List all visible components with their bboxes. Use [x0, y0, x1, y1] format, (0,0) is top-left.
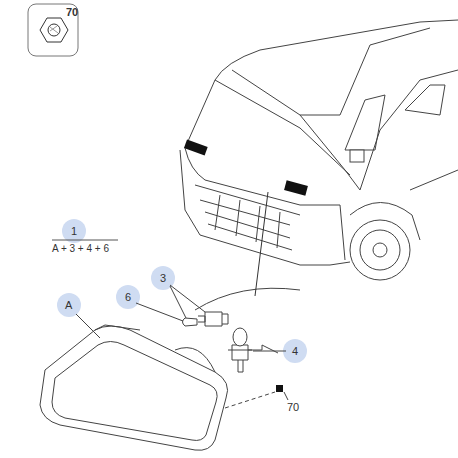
- callout-number: 6: [125, 292, 131, 303]
- callout-number: 3: [160, 273, 166, 284]
- part-number: 70: [66, 7, 78, 18]
- assembly-note: A + 3 + 4 + 6: [52, 244, 109, 254]
- part-number: 70: [287, 402, 299, 413]
- callout-number: 4: [292, 346, 298, 357]
- callout-number: A: [65, 300, 72, 311]
- callout-number: 1: [71, 226, 77, 237]
